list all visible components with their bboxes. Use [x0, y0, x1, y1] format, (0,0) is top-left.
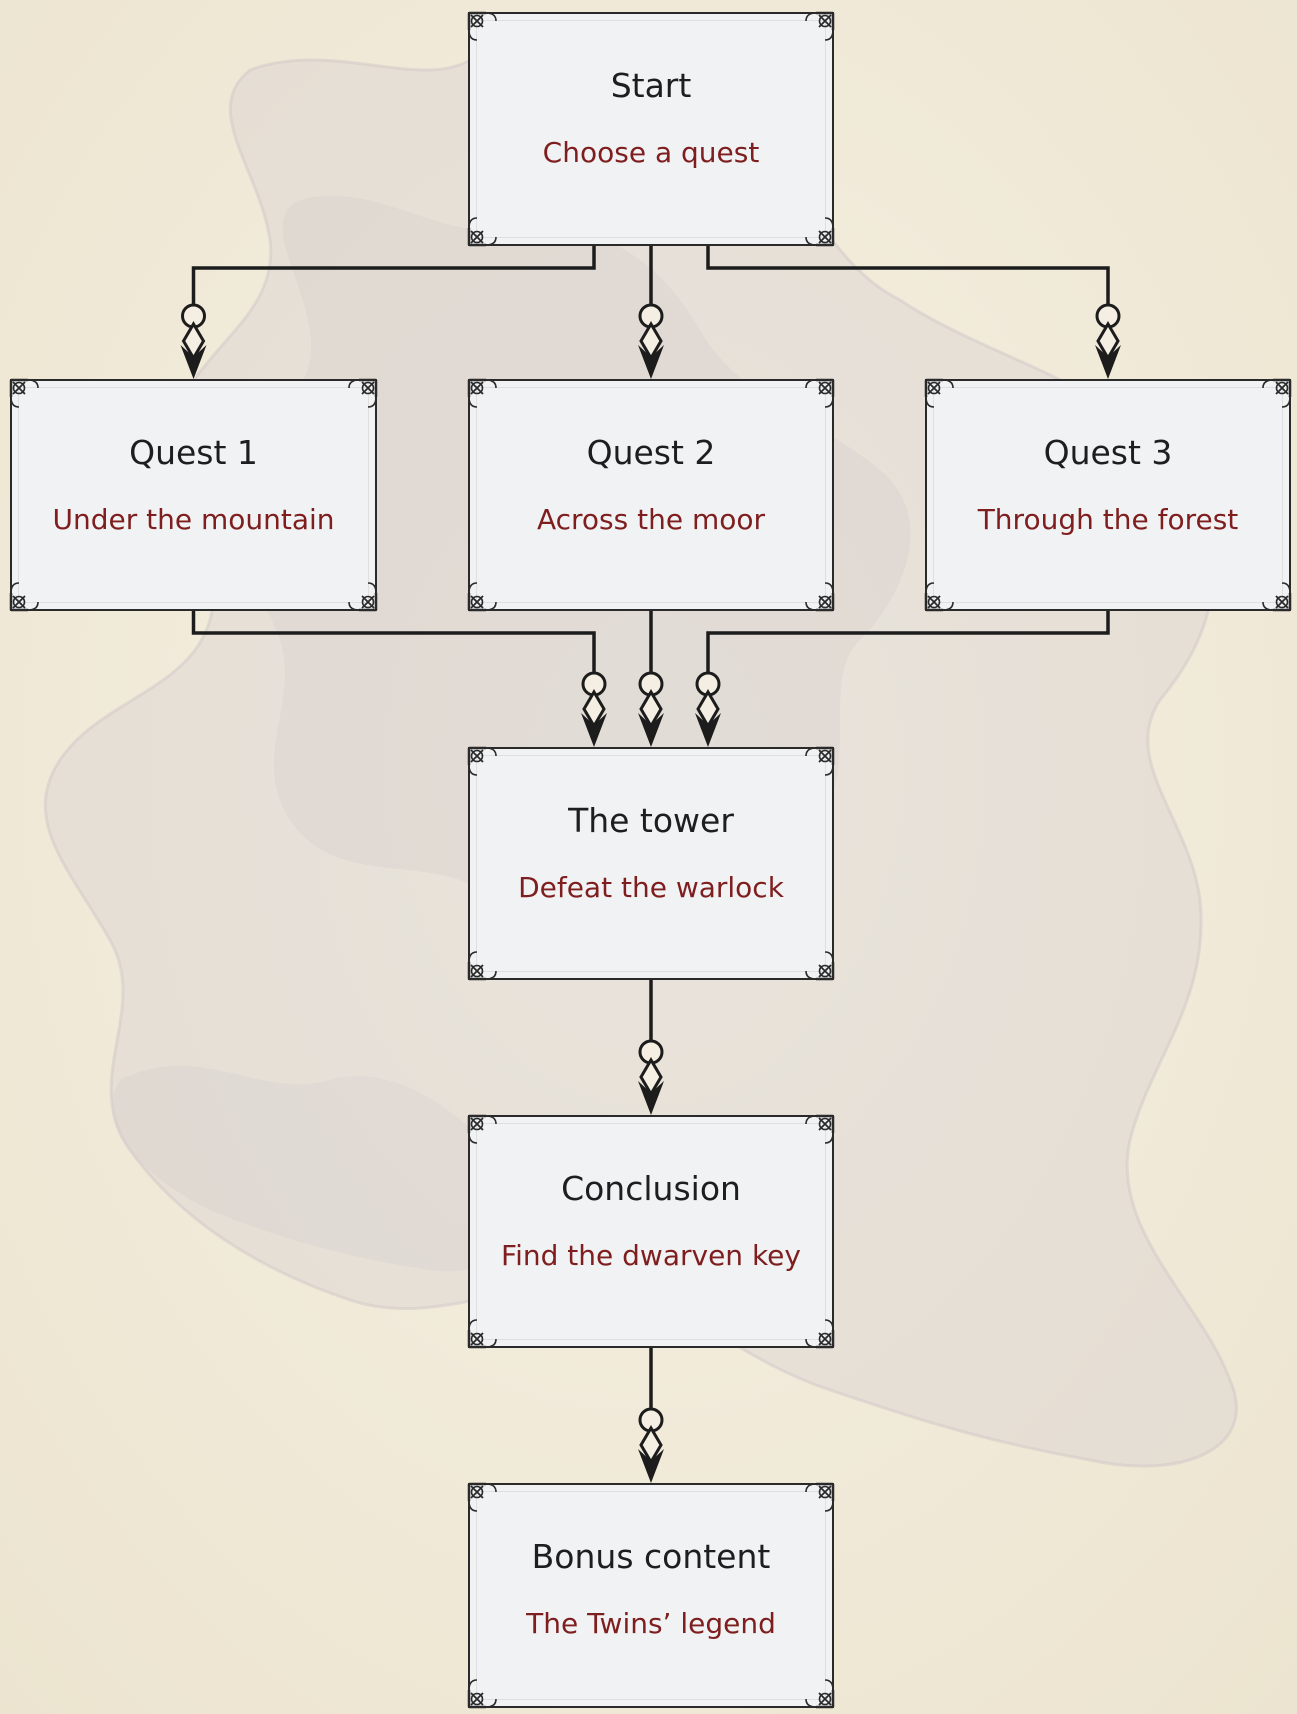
knot-corner-ornament-icon — [805, 217, 835, 247]
knot-corner-ornament-icon — [805, 746, 835, 776]
ornamental-arrowhead-icon — [581, 671, 607, 747]
node-quest-2[interactable]: Quest 2 Across the moor — [467, 378, 835, 612]
node-subtitle: Find the dwarven key — [501, 1239, 801, 1272]
node-title: Bonus content — [531, 1537, 771, 1576]
knot-corner-ornament-icon — [9, 378, 39, 408]
node-subtitle: Under the mountain — [52, 503, 335, 536]
knot-corner-ornament-icon — [467, 1679, 497, 1709]
node-title: Start — [610, 66, 692, 105]
node-subtitle: Across the moor — [536, 503, 766, 536]
knot-corner-ornament-icon — [348, 378, 378, 408]
node-title: Quest 3 — [1043, 433, 1173, 472]
knot-corner-ornament-icon — [467, 1482, 497, 1512]
knot-corner-ornament-icon — [9, 582, 39, 612]
knot-corner-ornament-icon — [467, 378, 497, 408]
knot-corner-ornament-icon — [467, 951, 497, 981]
node-subtitle: Choose a quest — [542, 136, 760, 169]
node-quest-3[interactable]: Quest 3 Through the forest — [924, 378, 1292, 612]
knot-corner-ornament-icon — [924, 582, 954, 612]
connector-quest1-to-tower — [191, 611, 596, 677]
connector-quest3-to-tower — [706, 611, 1110, 677]
connector-start-to-quest1 — [191, 246, 596, 309]
node-subtitle: Defeat the warlock — [518, 871, 784, 904]
knot-corner-ornament-icon — [467, 1319, 497, 1349]
node-subtitle: Through the forest — [977, 503, 1239, 536]
knot-corner-ornament-icon — [467, 217, 497, 247]
knot-corner-ornament-icon — [805, 582, 835, 612]
ornamental-arrowhead-icon — [638, 1039, 664, 1115]
node-quest-1[interactable]: Quest 1 Under the mountain — [9, 378, 378, 612]
ornamental-arrowhead-icon — [695, 671, 721, 747]
node-title: Quest 1 — [129, 433, 258, 472]
knot-corner-ornament-icon — [805, 378, 835, 408]
knot-corner-ornament-icon — [1262, 582, 1292, 612]
knot-corner-ornament-icon — [805, 1482, 835, 1512]
node-start[interactable]: Start Choose a quest — [467, 11, 835, 247]
ornamental-arrowhead-icon — [638, 1407, 664, 1483]
knot-corner-ornament-icon — [467, 582, 497, 612]
connector-start-to-quest3 — [706, 246, 1110, 309]
node-title: The tower — [568, 801, 734, 840]
knot-corner-ornament-icon — [805, 951, 835, 981]
knot-corner-ornament-icon — [924, 378, 954, 408]
knot-corner-ornament-icon — [467, 746, 497, 776]
knot-corner-ornament-icon — [805, 1319, 835, 1349]
node-the-tower[interactable]: The tower Defeat the warlock — [467, 746, 835, 981]
node-title: Conclusion — [561, 1169, 741, 1208]
knot-corner-ornament-icon — [348, 582, 378, 612]
ornamental-arrowhead-icon — [180, 303, 207, 379]
knot-corner-ornament-icon — [1262, 378, 1292, 408]
knot-corner-ornament-icon — [805, 1679, 835, 1709]
node-title: Quest 2 — [586, 433, 716, 472]
node-bonus-content[interactable]: Bonus content The Twins’ legend — [467, 1482, 835, 1709]
ornamental-arrowhead-icon — [1095, 303, 1121, 379]
knot-corner-ornament-icon — [805, 1114, 835, 1144]
ornamental-arrowhead-icon — [638, 671, 664, 747]
knot-corner-ornament-icon — [467, 11, 497, 41]
knot-corner-ornament-icon — [805, 11, 835, 41]
knot-corner-ornament-icon — [467, 1114, 497, 1144]
ornamental-arrowhead-icon — [638, 303, 664, 379]
node-conclusion[interactable]: Conclusion Find the dwarven key — [467, 1114, 835, 1349]
node-subtitle: The Twins’ legend — [526, 1607, 776, 1640]
